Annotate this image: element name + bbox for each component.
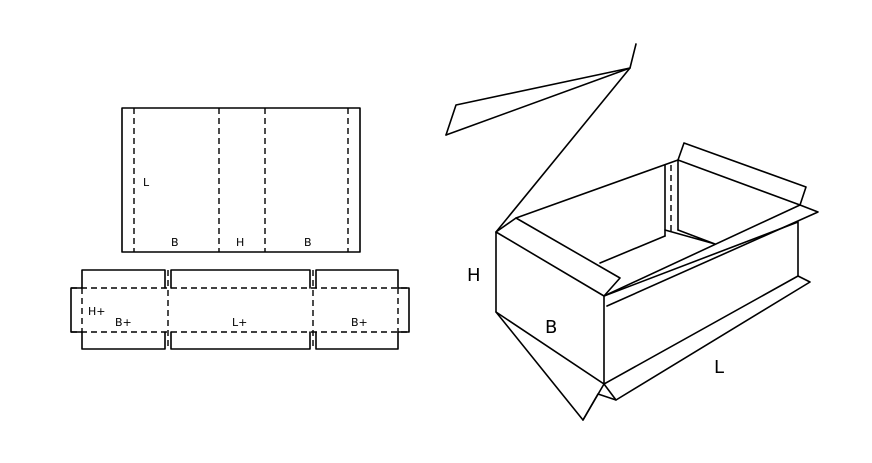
base-flap-bottom-middle bbox=[170, 331, 311, 350]
base-width-plus-right-label: B+ bbox=[351, 316, 368, 329]
box-inner-floor-edge bbox=[599, 235, 666, 264]
box-front-rim-flap bbox=[495, 217, 621, 297]
base-flap-top-middle bbox=[170, 269, 311, 289]
base-length-plus-label: L+ bbox=[232, 316, 247, 329]
lid-height-label: H bbox=[236, 236, 244, 249]
lid-outline bbox=[121, 107, 361, 253]
box-width-label: B bbox=[545, 317, 557, 338]
box-bottom-edge bbox=[603, 383, 617, 401]
base-flap-bottom-left bbox=[81, 331, 166, 350]
base-flap-top-left bbox=[81, 269, 166, 289]
box-lid-panel bbox=[445, 67, 631, 233]
lid-width-left-label: B bbox=[171, 236, 179, 249]
box-rim-right bbox=[677, 159, 801, 206]
base-width-plus-left-label: B+ bbox=[115, 316, 132, 329]
assembled-box-3d: H B L bbox=[445, 43, 819, 421]
box-front-face bbox=[495, 231, 605, 385]
box-bottom-flap-right bbox=[582, 275, 811, 421]
flat-base-net: H+ B+ L+ B+ bbox=[70, 269, 410, 350]
box-length-label: L bbox=[714, 357, 724, 378]
lid-width-right-label: B bbox=[304, 236, 312, 249]
box-height-label: H bbox=[467, 265, 481, 286]
base-flap-bottom-right bbox=[315, 331, 399, 350]
box-front-top-flap bbox=[603, 204, 819, 307]
base-end-flap-left bbox=[70, 287, 83, 333]
box-inner-floor-edge bbox=[664, 229, 716, 245]
box-side-flap-right bbox=[677, 142, 807, 206]
lid-length-label: L bbox=[143, 176, 150, 189]
base-end-flap-right bbox=[397, 287, 410, 333]
box-rim-back bbox=[515, 159, 679, 219]
base-flap-top-right bbox=[315, 269, 399, 289]
box-long-side-face bbox=[603, 221, 799, 385]
flat-lid-net: L B H B bbox=[121, 107, 361, 253]
base-height-plus-label: H+ bbox=[88, 305, 106, 318]
box-lid-edge bbox=[445, 43, 637, 136]
